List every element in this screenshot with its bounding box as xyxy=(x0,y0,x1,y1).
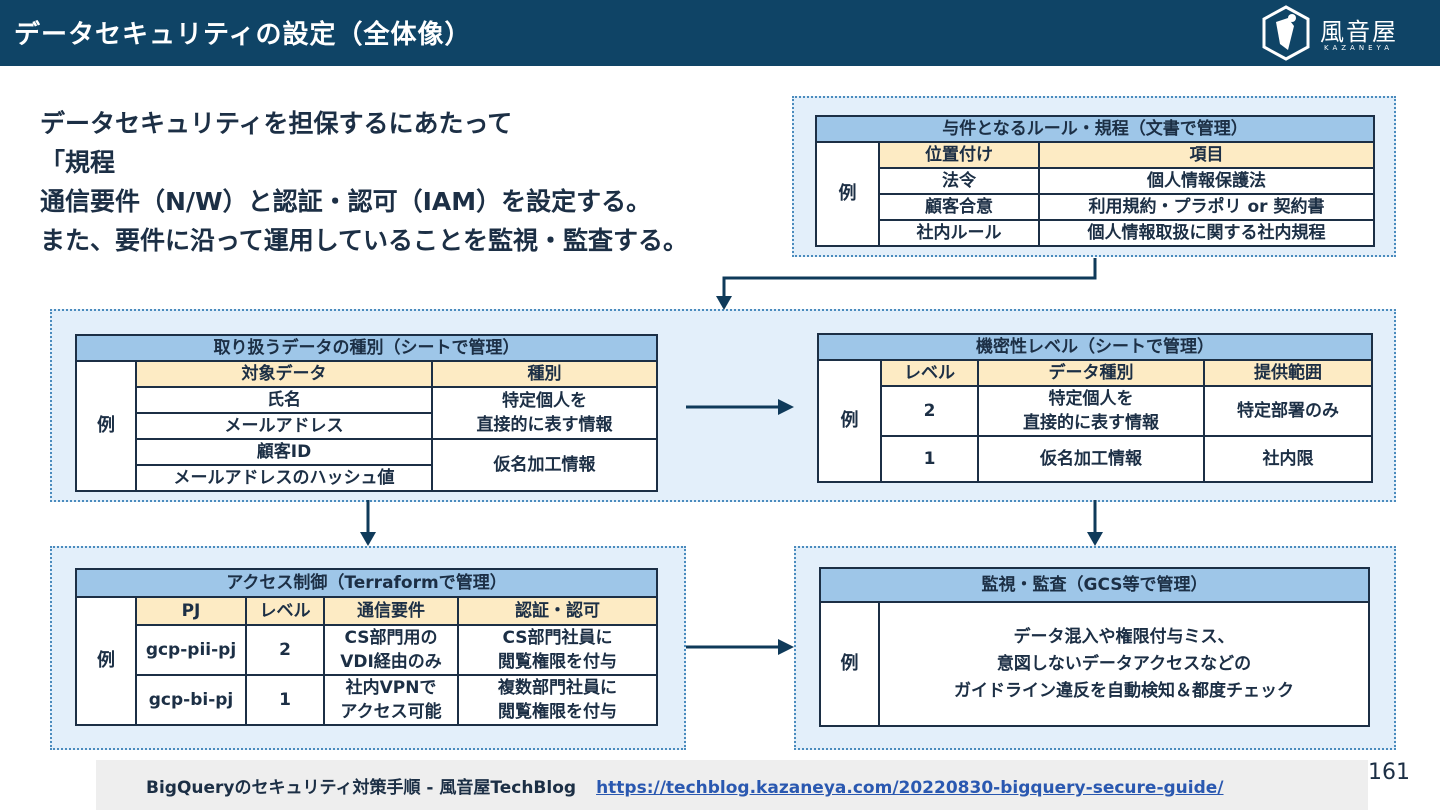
kazaneya-logo: 風音屋 KAZANEYA xyxy=(1258,4,1428,62)
arrow-head xyxy=(716,296,732,310)
cell-line: ガイドライン違反を自動検知＆都度チェック xyxy=(954,680,1294,701)
cell-line: 直接的に表す情報 xyxy=(476,415,613,435)
rules-table: 与件となるルール・規程（文書で管理） 例 位置付け 項目 法令 個人情報保護法 … xyxy=(815,115,1375,247)
table-cell: 顧客合意 xyxy=(878,193,1040,221)
arrow-head xyxy=(1087,532,1103,546)
cell-line: 複数部門社員に xyxy=(498,678,617,698)
footer-source: BigQueryのセキュリティ対策手順 - 風音屋TechBlog xyxy=(146,778,577,798)
table-cell: 複数部門社員に 閲覧権限を付与 xyxy=(456,674,659,726)
title-bar: データセキュリティの設定（全体像） 風音屋 KAZANEYA xyxy=(0,0,1440,66)
cell-line: 特定個人を xyxy=(1048,389,1134,409)
data-types-caption: 取り扱うデータの種別（シートで管理） xyxy=(74,334,659,362)
footer-text: BigQueryのセキュリティ対策手順 - 風音屋TechBlog https:/… xyxy=(146,773,1224,798)
monitoring-table: 監視・監査（GCS等で管理） 例 データ混入や権限付与ミス、 意図しないデータア… xyxy=(819,567,1370,727)
column-header: 通信要件 xyxy=(323,596,459,626)
table-cell: 社内ルール xyxy=(878,219,1040,247)
cell-line: 意図しないデータアクセスなどの xyxy=(996,653,1252,674)
table-cell: 仮名加工情報 xyxy=(977,435,1205,483)
column-header: 対象データ xyxy=(135,360,433,388)
monitoring-caption: 監視・監査（GCS等で管理） xyxy=(819,567,1370,603)
cell-line: CS部門社員に xyxy=(502,628,613,648)
table-cell: 社内限 xyxy=(1203,435,1373,483)
table-cell: メールアドレス xyxy=(135,412,433,440)
table-cell: gcp-bi-pj xyxy=(135,674,247,726)
intro-line: 通信要件（N/W）と認証・認可（IAM）を設定する。 xyxy=(40,187,652,216)
cell-line: 直接的に表す情報 xyxy=(1023,413,1159,433)
arrow-head xyxy=(360,532,376,546)
column-header: 種別 xyxy=(430,360,659,388)
logo-mark-icon xyxy=(1262,5,1310,61)
intro-line: データセキュリティを担保するにあたって xyxy=(40,109,513,138)
table-cell: gcp-pii-pj xyxy=(135,624,247,676)
column-header: レベル xyxy=(880,359,979,387)
page-title: データセキュリティの設定（全体像） xyxy=(14,20,472,50)
table-cell: 1 xyxy=(880,435,979,483)
cell-line: 社内VPNで xyxy=(345,678,437,698)
access-caption: アクセス制御（Terraformで管理） xyxy=(74,568,659,598)
cell-line: アクセス可能 xyxy=(340,702,442,722)
table-cell: 2 xyxy=(880,385,979,437)
logo-name: 風音屋 xyxy=(1320,18,1398,46)
example-label: 例 xyxy=(815,141,880,247)
arrow-rules-to-classification xyxy=(722,258,1097,298)
data-types-table: 取り扱うデータの種別（シートで管理） 例 対象データ 種別 氏名 特定個人を 直… xyxy=(74,334,659,492)
cell-line: 特定個人を xyxy=(502,391,588,411)
example-label: 例 xyxy=(75,596,137,726)
table-cell: 個人情報保護法 xyxy=(1038,167,1375,195)
table-cell: 法令 xyxy=(878,167,1040,195)
confidentiality-caption: 機密性レベル（シートで管理） xyxy=(817,333,1373,361)
confidentiality-table: 機密性レベル（シートで管理） 例 レベル データ種別 提供範囲 2 特定個人を … xyxy=(817,333,1373,483)
column-header: 提供範囲 xyxy=(1203,359,1373,387)
table-cell: 仮名加工情報 xyxy=(430,438,659,492)
column-header: データ種別 xyxy=(977,359,1205,387)
cell-line: VDI経由のみ xyxy=(340,652,442,672)
example-label: 例 xyxy=(75,360,137,492)
table-cell: メールアドレスのハッシュ値 xyxy=(135,464,433,492)
cell-line: CS部門用の xyxy=(344,628,438,648)
table-cell: 1 xyxy=(245,674,325,726)
table-cell: 利用規約・プラポリ or 契約書 xyxy=(1038,193,1375,221)
column-header: 位置付け xyxy=(878,141,1040,169)
column-header: PJ xyxy=(135,596,247,626)
table-cell: 2 xyxy=(245,624,325,676)
intro-line: 「規程 xyxy=(40,148,116,177)
intro-line: また、要件に沿って運用していることを監視・監査する。 xyxy=(40,226,689,255)
logo-subtitle: KAZANEYA xyxy=(1324,44,1394,52)
table-cell: 社内VPNで アクセス可能 xyxy=(323,674,459,726)
column-header: 項目 xyxy=(1038,141,1375,169)
arrow-head xyxy=(778,399,794,415)
cell-line: データ混入や権限付与ミス、 xyxy=(1013,626,1235,647)
cell-line: 閲覧権限を付与 xyxy=(498,702,617,722)
cell-line: 閲覧権限を付与 xyxy=(498,652,617,672)
table-cell: 顧客ID xyxy=(135,438,433,466)
example-label: 例 xyxy=(819,601,880,727)
table-cell: 氏名 xyxy=(135,386,433,414)
column-header: 認証・認可 xyxy=(456,596,659,626)
footer: BigQueryのセキュリティ対策手順 - 風音屋TechBlog https:/… xyxy=(96,760,1368,810)
table-cell: 特定個人を 直接的に表す情報 xyxy=(430,386,659,440)
intro-text: データセキュリティを担保するにあたって 「規程 通信要件（N/W）と認証・認可（… xyxy=(40,104,688,260)
rules-caption: 与件となるルール・規程（文書で管理） xyxy=(815,115,1375,143)
page-number: 161 xyxy=(1368,760,1410,785)
arrow-head xyxy=(778,639,794,655)
table-cell: 個人情報取扱に関する社内規程 xyxy=(1038,219,1375,247)
footer-link[interactable]: https://techblog.kazaneya.com/20220830-b… xyxy=(596,778,1224,798)
table-cell: データ混入や権限付与ミス、 意図しないデータアクセスなどの ガイドライン違反を自… xyxy=(878,601,1370,727)
table-cell: CS部門社員に 閲覧権限を付与 xyxy=(456,624,659,676)
table-cell: 特定個人を 直接的に表す情報 xyxy=(977,385,1205,437)
column-header: レベル xyxy=(245,596,325,626)
example-label: 例 xyxy=(817,359,882,483)
access-table: アクセス制御（Terraformで管理） 例 PJ レベル 通信要件 認証・認可… xyxy=(74,568,659,726)
table-cell: 特定部署のみ xyxy=(1203,385,1373,437)
table-cell: CS部門用の VDI経由のみ xyxy=(323,624,459,676)
